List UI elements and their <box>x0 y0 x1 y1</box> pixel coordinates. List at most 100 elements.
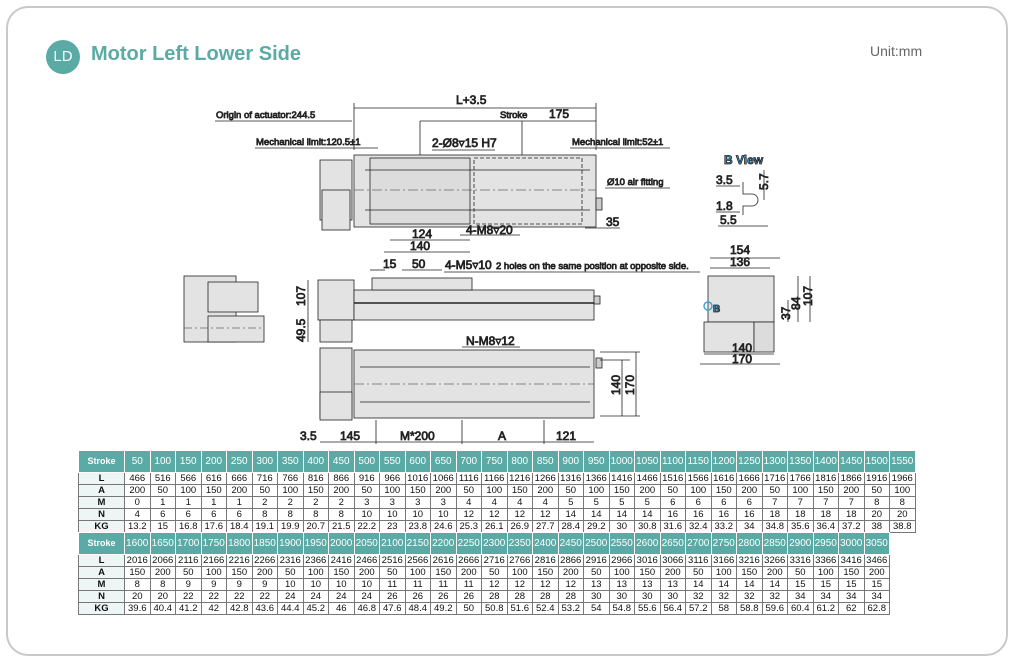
table-cell: 150 <box>634 566 661 579</box>
end-view-170: 170 <box>732 352 752 366</box>
row-label: KG <box>78 602 125 615</box>
table-cell: 2500 <box>583 532 610 555</box>
table-cell: 1350 <box>787 450 814 473</box>
dim-107-side: 107 <box>294 286 308 306</box>
table-cell: 10 <box>328 578 355 591</box>
table-cell: 12 <box>506 508 533 521</box>
table-cell: 32 <box>685 590 712 603</box>
table-cell: 24 <box>302 590 329 603</box>
table-cell: 7 <box>761 496 788 509</box>
table-cell: 6 <box>175 508 202 521</box>
table-cell: 52.4 <box>532 602 559 615</box>
table-cell: 14 <box>710 578 737 591</box>
pin-holes-label: 2-Ø8▿15 H7 <box>432 136 497 150</box>
table-cell: 29.2 <box>583 520 610 533</box>
table-cell: 766 <box>277 472 304 485</box>
table-cell: 100 <box>149 450 176 473</box>
table-cell: 1900 <box>277 532 304 555</box>
table-cell: 12 <box>481 578 508 591</box>
table-cell: 500 <box>353 450 380 473</box>
table-cell: 750 <box>481 450 508 473</box>
table-cell: 30 <box>583 590 610 603</box>
table-cell: 2750 <box>710 532 737 555</box>
table-cell: 1 <box>149 496 176 509</box>
table-cell: 9 <box>200 578 227 591</box>
table-cell: 616 <box>200 472 227 485</box>
table-cell: 200 <box>353 566 380 579</box>
table-cell: 6 <box>226 508 253 521</box>
table-cell: 44.4 <box>277 602 304 615</box>
table-cell: 1066 <box>430 472 457 485</box>
table-cell: 3050 <box>863 532 890 555</box>
table-cell: 4 <box>506 496 533 509</box>
b-view-3-5: 3.5 <box>716 173 733 187</box>
table-cell: 13 <box>583 578 610 591</box>
tap-m8-label: 4-M8▿20 <box>466 223 513 237</box>
table-cell: 15 <box>838 578 865 591</box>
table-cell: 1816 <box>812 472 839 485</box>
table-cell: 6 <box>710 496 737 509</box>
table-cell: 2800 <box>736 532 763 555</box>
table-cell: 1766 <box>787 472 814 485</box>
dim-a: A <box>498 429 506 443</box>
end-view-136: 136 <box>730 255 750 269</box>
table-cell: 14 <box>583 508 610 521</box>
table-cell: 16 <box>736 508 763 521</box>
table-cell: 150 <box>302 484 329 497</box>
table-cell: 4 <box>124 508 151 521</box>
table-cell: 816 <box>302 472 329 485</box>
table-cell: 58.8 <box>736 602 763 615</box>
table-cell: 18 <box>761 508 788 521</box>
table-cell: 1550 <box>889 450 916 473</box>
table-cell: 2466 <box>353 554 380 567</box>
table-cell: 2600 <box>634 532 661 555</box>
table-cell: 150 <box>532 566 559 579</box>
table-cell: 150 <box>430 566 457 579</box>
table-cell: 1416 <box>608 472 635 485</box>
table-cell: 26.9 <box>506 520 533 533</box>
table-cell: 200 <box>226 484 253 497</box>
table-cell: 1116 <box>455 472 482 485</box>
air-fitting <box>595 197 603 211</box>
table-cell: 3000 <box>838 532 865 555</box>
table-cell: 50 <box>149 484 176 497</box>
table-cell: 22 <box>226 590 253 603</box>
table-cell: 2416 <box>328 554 355 567</box>
table-cell: 3116 <box>685 554 712 567</box>
table-cell: 21.5 <box>328 520 355 533</box>
table-cell: 5 <box>608 496 635 509</box>
section-title: Motor Left Lower Side <box>91 43 301 65</box>
table-cell: 11 <box>430 578 457 591</box>
table-cell: 24.6 <box>430 520 457 533</box>
dim-15: 15 <box>383 257 397 271</box>
table-cell: 150 <box>736 566 763 579</box>
table-cell: 4 <box>481 496 508 509</box>
table-cell: 51.6 <box>506 602 533 615</box>
table-cell: 1366 <box>583 472 610 485</box>
table-cell: 2816 <box>532 554 559 567</box>
table-cell: 48.4 <box>404 602 431 615</box>
table-cell: 58 <box>710 602 737 615</box>
table-cell: 100 <box>175 484 202 497</box>
table-cell: 1616 <box>710 472 737 485</box>
table-cell: 1300 <box>761 450 788 473</box>
table-cell: 16.8 <box>175 520 202 533</box>
table-cell: 100 <box>302 566 329 579</box>
table-cell: 62.8 <box>863 602 890 615</box>
table-cell: 2116 <box>175 554 202 567</box>
table-cell: 3316 <box>787 554 814 567</box>
table-cell: 200 <box>328 484 355 497</box>
table-cell: 26 <box>379 590 406 603</box>
table-cell: 6 <box>149 508 176 521</box>
table-cell: 50 <box>251 484 278 497</box>
table-cell: 2066 <box>149 554 176 567</box>
top-view <box>215 103 670 253</box>
table-cell: 2550 <box>608 532 635 555</box>
table-cell: 8 <box>124 578 151 591</box>
mech-limit-right: Mechanical limit:52±1 <box>572 137 663 148</box>
